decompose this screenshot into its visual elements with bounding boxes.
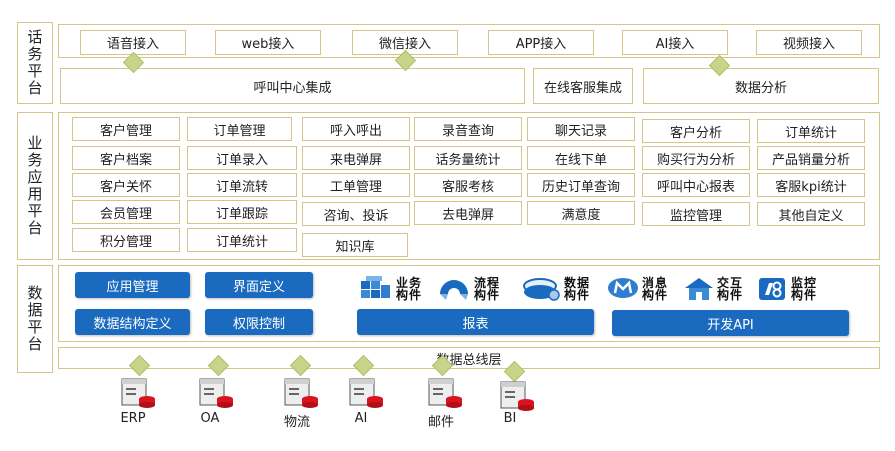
message-component-icon: [608, 278, 638, 298]
system-logistics: 物流: [283, 415, 310, 430]
biz-sales-analysis: 产品销量分析: [757, 146, 865, 170]
biz-customer-mgmt: 客户管理: [72, 117, 180, 141]
system-oa: OA: [200, 411, 220, 426]
monitor-component-icon: [759, 278, 785, 300]
data-component-line1: 数据: [564, 276, 591, 290]
biz-ticket-mgmt: 工单管理: [302, 173, 410, 197]
report-bar: 报表: [357, 309, 594, 335]
interaction-component-line2: 构件: [717, 288, 744, 302]
logistics-server-icon: [284, 378, 318, 408]
process-component-line1: 流程: [474, 276, 501, 290]
message-component: 消息 构件: [606, 276, 678, 302]
process-component: 流程 构件: [436, 276, 510, 302]
layer-label-talk-text: 话务平台: [25, 29, 44, 97]
biz-consult-complaint: 咨询、投诉: [302, 202, 410, 226]
business-component: 业务 构件: [360, 276, 432, 302]
biz-purchase-behavior: 购买行为分析: [642, 146, 750, 170]
data-component-icon: [523, 278, 560, 301]
layer-label-business-text: 业务应用平台: [25, 135, 44, 237]
biz-order-mgmt: 订单管理: [187, 117, 292, 141]
biz-kpi-statistics: 客服kpi统计: [757, 173, 865, 197]
system-ai: AI: [354, 411, 368, 426]
biz-customer-analysis: 客户分析: [642, 119, 750, 143]
call-center-integration: 呼叫中心集成: [60, 68, 525, 104]
process-component-line2: 构件: [474, 288, 501, 302]
layer-label-business: 业务应用平台: [17, 112, 53, 260]
monitor-component: 监控 构件: [757, 276, 827, 302]
data-component: 数据 构件: [522, 276, 600, 302]
biz-inbound-outbound: 呼入呼出: [302, 117, 410, 141]
interaction-component-line1: 交互: [717, 276, 744, 290]
message-component-line2: 构件: [642, 288, 669, 302]
biz-recording-query: 录音查询: [414, 117, 522, 141]
btn-ui-definition: 界面定义: [205, 272, 313, 298]
biz-monitor-mgmt: 监控管理: [642, 202, 750, 226]
biz-order-flow: 订单流转: [187, 173, 297, 197]
online-service-integration: 在线客服集成: [533, 68, 633, 104]
biz-order-statistics: 订单统计: [187, 228, 297, 252]
oa-server-icon: [199, 378, 233, 408]
access-web: web接入: [215, 30, 321, 55]
ai-server-icon: [349, 378, 383, 408]
message-component-line1: 消息: [642, 276, 669, 290]
access-ai: AI接入: [622, 30, 728, 55]
interaction-component: 交互 构件: [683, 276, 753, 302]
biz-call-volume: 话务量统计: [414, 146, 522, 170]
layer-label-talk: 话务平台: [17, 22, 53, 104]
monitor-component-line1: 监控: [791, 276, 818, 290]
business-component-line1: 业务: [396, 276, 423, 290]
biz-chat-history: 聊天记录: [527, 117, 635, 141]
btn-data-structure: 数据结构定义: [75, 309, 190, 335]
bi-server-icon: [500, 381, 534, 411]
business-component-icon: [361, 276, 390, 298]
layer-label-data-text: 数据平台: [25, 285, 44, 353]
biz-order-tracking: 订单跟踪: [187, 200, 297, 224]
dev-api-bar: 开发API: [612, 310, 849, 336]
biz-custom-other: 其他自定义: [757, 202, 865, 226]
erp-server-icon: [121, 378, 155, 408]
biz-call-center-report: 呼叫中心报表: [642, 173, 750, 197]
process-component-icon: [440, 280, 468, 300]
system-mail: 邮件: [427, 415, 454, 430]
interaction-component-icon: [685, 278, 713, 300]
biz-order-entry: 订单录入: [187, 146, 297, 170]
biz-agent-assessment: 客服考核: [414, 173, 522, 197]
system-erp: ERP: [120, 411, 146, 426]
biz-order-stat: 订单统计: [757, 119, 865, 143]
system-bi: BI: [503, 411, 517, 426]
biz-order-history: 历史订单查询: [527, 173, 635, 197]
access-app: APP接入: [488, 30, 594, 55]
data-analysis: 数据分析: [643, 68, 879, 104]
biz-satisfaction: 满意度: [527, 201, 635, 225]
monitor-component-line2: 构件: [791, 288, 818, 302]
business-component-line2: 构件: [396, 288, 423, 302]
layer-label-data: 数据平台: [17, 265, 53, 373]
biz-customer-archive: 客户档案: [72, 146, 180, 170]
btn-app-management: 应用管理: [75, 272, 190, 298]
access-video: 视频接入: [756, 30, 862, 55]
biz-points-mgmt: 积分管理: [72, 228, 180, 252]
data-bus-layer: 数据总线层: [58, 347, 880, 369]
biz-customer-care: 客户关怀: [72, 173, 180, 197]
biz-outgoing-popup: 去电弹屏: [414, 201, 522, 225]
access-voice: 语音接入: [80, 30, 186, 55]
data-component-line2: 构件: [564, 288, 591, 302]
biz-knowledge-base: 知识库: [302, 233, 408, 257]
talk-layer-area: [58, 24, 880, 58]
biz-online-order: 在线下单: [527, 146, 635, 170]
btn-permission-control: 权限控制: [205, 309, 313, 335]
mail-server-icon: [428, 378, 462, 408]
biz-member-mgmt: 会员管理: [72, 200, 180, 224]
biz-incoming-popup: 来电弹屏: [302, 146, 410, 170]
